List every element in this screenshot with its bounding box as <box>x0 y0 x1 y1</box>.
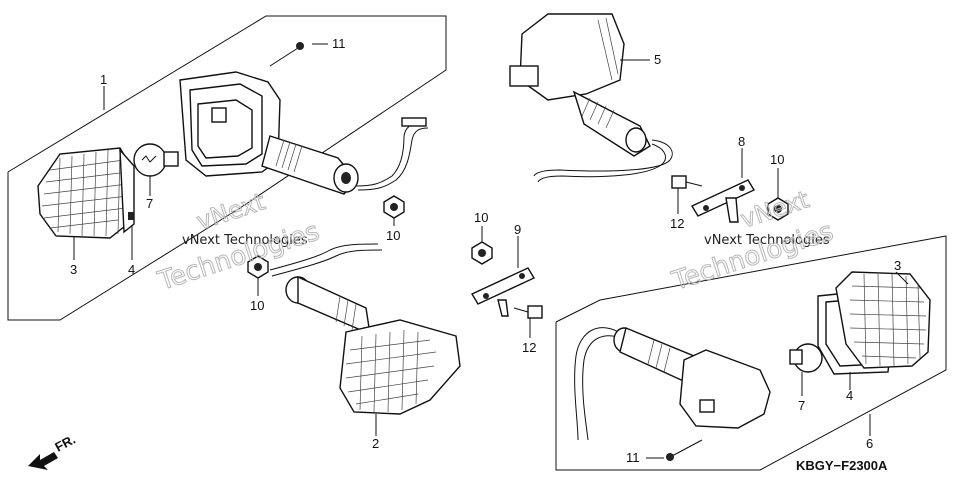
callout-3-left: 3 <box>70 262 77 277</box>
bracket-8 <box>690 179 756 223</box>
callout-5: 5 <box>654 52 661 67</box>
leader-lines <box>73 43 909 459</box>
bracket-9 <box>470 267 536 317</box>
gasket-4-left <box>119 148 135 234</box>
turn-signal-assembly-5 <box>509 13 673 183</box>
watermark-text-left: vNext Technologies <box>182 233 308 248</box>
watermark-big-left-1: vNext <box>193 187 268 235</box>
callout-10-mid: 10 <box>474 210 488 225</box>
bulb-7-right <box>789 343 823 373</box>
front-indicator-label: FR. <box>52 432 78 455</box>
group-frame-right <box>555 235 947 471</box>
screw-11-lower-right <box>666 439 703 461</box>
callout-9: 9 <box>514 222 521 237</box>
callout-2: 2 <box>372 436 379 451</box>
callout-11-top: 11 <box>332 36 346 51</box>
callout-1: 1 <box>100 72 107 87</box>
callout-12-mid: 12 <box>522 340 536 355</box>
callout-11-bottom: 11 <box>626 450 640 465</box>
callout-10-left-a: 10 <box>386 228 400 243</box>
watermark-text-right: vNext Technologies <box>704 233 830 248</box>
group-frame-left <box>7 15 447 321</box>
turn-signal-housing-upper-left <box>179 71 429 195</box>
diagram-code: KBGY−F2300A <box>796 458 888 473</box>
nut-10-mid <box>471 241 493 265</box>
nut-10-left-a <box>383 195 405 219</box>
turn-signal-assembly-2 <box>269 243 461 415</box>
callout-4-left: 4 <box>128 262 135 277</box>
lens-3-right <box>835 271 931 369</box>
callout-10-right-a: 10 <box>770 152 784 167</box>
bulb-7-left <box>133 143 179 177</box>
nut-10-left-b <box>247 255 269 279</box>
callout-8: 8 <box>738 134 745 149</box>
bolt-12-mid <box>513 305 543 319</box>
callout-7-left: 7 <box>146 196 153 211</box>
callout-10-left-b: 10 <box>250 298 264 313</box>
callout-7-right: 7 <box>798 398 805 413</box>
screw-11-upper-left <box>269 42 304 67</box>
callout-3-right: 3 <box>894 258 901 273</box>
bolt-12-right-a <box>671 175 703 189</box>
lens-3-left <box>37 147 133 239</box>
turn-signal-assembly-6 <box>574 327 771 441</box>
callout-6: 6 <box>866 436 873 451</box>
callout-12-right-a: 12 <box>670 216 684 231</box>
callout-4-right: 4 <box>846 388 853 403</box>
front-arrow-icon <box>28 452 58 470</box>
